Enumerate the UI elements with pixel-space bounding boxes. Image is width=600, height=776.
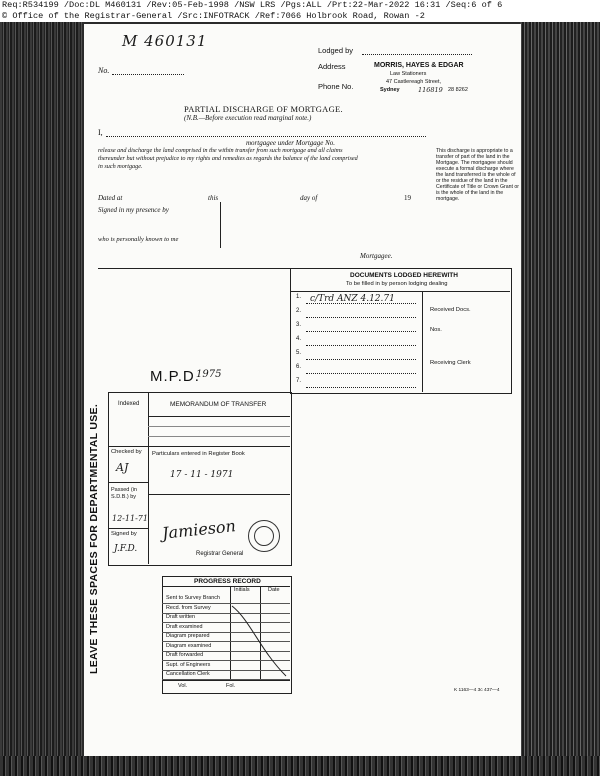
footer-code: K 1163—4 3c 437—4 [454, 688, 500, 693]
scan-border-right [520, 22, 600, 776]
day-of-label: day of [300, 194, 318, 202]
marginal-note: This discharge is appropriate to a trans… [436, 148, 520, 202]
col-initials: Initials [234, 587, 250, 593]
documents-row-line [306, 359, 416, 360]
progress-row-line [162, 650, 290, 652]
progress-row-label: Draft forwarded [166, 652, 204, 658]
checked-by-label: Checked by [111, 449, 142, 455]
progress-row-line [162, 679, 290, 680]
lodger-line-4: Sydney [380, 87, 400, 93]
memorandum-label: MEMORANDUM OF TRANSFER [170, 401, 267, 408]
documents-row-number: 3. [296, 322, 302, 328]
signed-presence: Signed in my presence by [98, 206, 169, 214]
document-title: PARTIAL DISCHARGE OF MORTGAGE. [184, 104, 343, 114]
body-line-2: thereunder but without prejudice to my r… [98, 155, 358, 162]
passed-in-label: Passed (in S.D.B.) by [111, 487, 137, 500]
year-prefix: 19 [404, 194, 411, 202]
progress-record-box [162, 576, 292, 694]
documents-row-line [306, 317, 416, 318]
lodger-phone: 116819 [418, 86, 443, 94]
progress-row-line [162, 622, 290, 623]
mortgagee-label: Mortgagee. [360, 252, 393, 260]
documents-row-line [306, 331, 416, 332]
progress-row-line [162, 631, 290, 633]
documents-row-number: 2. [296, 308, 302, 314]
lodged-by-label: Lodged by [318, 46, 354, 55]
progress-row-line [162, 669, 290, 671]
progress-row-label: Diagram examined [166, 642, 212, 649]
documents-row-line [306, 303, 416, 304]
document-number: M 460131 [122, 32, 208, 50]
departmental-vertical-text: LEAVE THESE SPACES FOR DEPARTMENTAL USE. [88, 403, 100, 674]
progress-row-line [162, 603, 290, 604]
progress-strike-mark [231, 605, 287, 677]
progress-row-label: Cancellation Clerk [166, 671, 210, 677]
documents-row-number: 1. [296, 294, 302, 300]
progress-row-label: Diagram prepared [166, 633, 210, 639]
documents-row-number: 6. [296, 364, 302, 370]
scan-border-left [0, 22, 82, 776]
phone-label: Phone No. [318, 82, 354, 91]
header-line-1: Req:R534199 /Doc:DL M460131 /Rev:05-Feb-… [2, 0, 503, 10]
progress-title: PROGRESS RECORD [194, 578, 261, 585]
lodger-line-2: Law Stationers [390, 71, 427, 77]
registrar-general-label: Registrar General [196, 551, 244, 557]
known-to-me: who is personally known to me [98, 236, 179, 243]
official-seal-icon [248, 520, 280, 552]
progress-row-label: Recd. from Survey [166, 604, 211, 611]
documents-lodged-title: DOCUMENTS LODGED HEREWITH [350, 272, 458, 279]
progress-row-line [162, 612, 290, 614]
col-date: Date [268, 587, 280, 593]
lodger-line-3: 47 Castlereagh Street, [386, 79, 442, 85]
particulars-label: Particulars entered in Register Book [152, 451, 245, 457]
signed-by-label: Signed by [111, 531, 137, 537]
document-subtitle: (N.B.—Before execution read marginal not… [184, 114, 312, 122]
this-label: this [208, 194, 219, 202]
dated-at-label: Dated at [98, 194, 123, 202]
document-page: M 460131 No. Lodged by Address Phone No.… [84, 24, 521, 756]
lodger-name: MORRIS, HAYES & EDGAR [374, 62, 464, 69]
progress-row-label: Sent to Survey Branch [166, 595, 220, 601]
provenance-header: Req:R534199 /Doc:DL M460131 /Rev:05-Feb-… [0, 0, 600, 22]
address-label: Address [318, 62, 346, 71]
documents-row-line [306, 345, 416, 346]
received-docs-label: Received Docs. [430, 307, 471, 313]
vol-label: Vol. [178, 683, 188, 689]
body-line-1: release and discharge the land comprised… [98, 147, 343, 154]
progress-row-label: Draft written [166, 614, 196, 620]
documents-row-number: 4. [296, 336, 302, 342]
progress-row-label: Supt. of Engineers [166, 661, 211, 668]
progress-row-line [162, 641, 290, 642]
progress-row-line [162, 660, 290, 661]
departmental-box [108, 392, 292, 566]
documents-lodged-subtitle: To be filled in by person lodging dealin… [346, 281, 448, 287]
i-label: I, [98, 128, 103, 137]
mortgagee-under: mortgagee under Mortgage No. [246, 139, 336, 147]
progress-row-label: Draft examined [166, 623, 203, 630]
receiving-clerk-label: Receiving Clerk [430, 360, 471, 366]
documents-row-number: 7. [296, 378, 302, 384]
documents-row-line [306, 387, 416, 388]
nos-label: Nos. [430, 327, 442, 333]
mpd-handwritten: 1975 [196, 369, 222, 380]
lodger-code: 28 8262 [448, 87, 468, 93]
body-line-3: in such mortgage. [98, 163, 143, 170]
indexed-label: Indexed [118, 401, 140, 407]
checked-initials: AJ [116, 461, 129, 474]
mpd-stamp: M.P.D. [150, 368, 200, 385]
passed-date: 12-11-71 [112, 514, 148, 523]
documents-row-line [306, 373, 416, 374]
no-label: No. [98, 66, 110, 75]
header-line-2: © Office of the Registrar-General /Src:I… [2, 10, 425, 21]
scan-border-bottom [0, 756, 600, 776]
documents-row-number: 5. [296, 350, 302, 356]
signed-initials: J.F.D. [114, 544, 138, 554]
documents-lodged-box [290, 268, 512, 394]
documents-entry-1: c/Trd ANZ 4.12.71 [310, 294, 395, 304]
fol-label: Fol. [226, 683, 236, 689]
register-date: 17 - 11 - 1971 [170, 470, 234, 480]
